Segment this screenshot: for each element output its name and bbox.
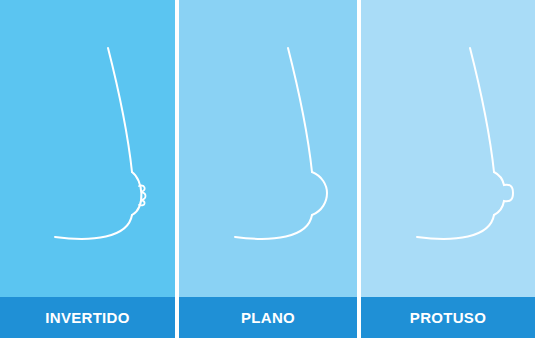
- breast-outline: [55, 48, 146, 239]
- breast-outline: [235, 48, 327, 239]
- label-band: PROTUSO: [361, 297, 535, 338]
- panel-background: [0, 0, 175, 338]
- nipple-type-label: INVERTIDO: [45, 309, 129, 326]
- label-band: INVERTIDO: [0, 297, 175, 338]
- panel-background: [361, 0, 535, 338]
- label-band: PLANO: [179, 297, 357, 338]
- panel-background: [179, 0, 357, 338]
- breast-outline: [417, 48, 513, 239]
- nipple-type-label: PROTUSO: [410, 309, 486, 326]
- nipple-type-label: PLANO: [241, 309, 295, 326]
